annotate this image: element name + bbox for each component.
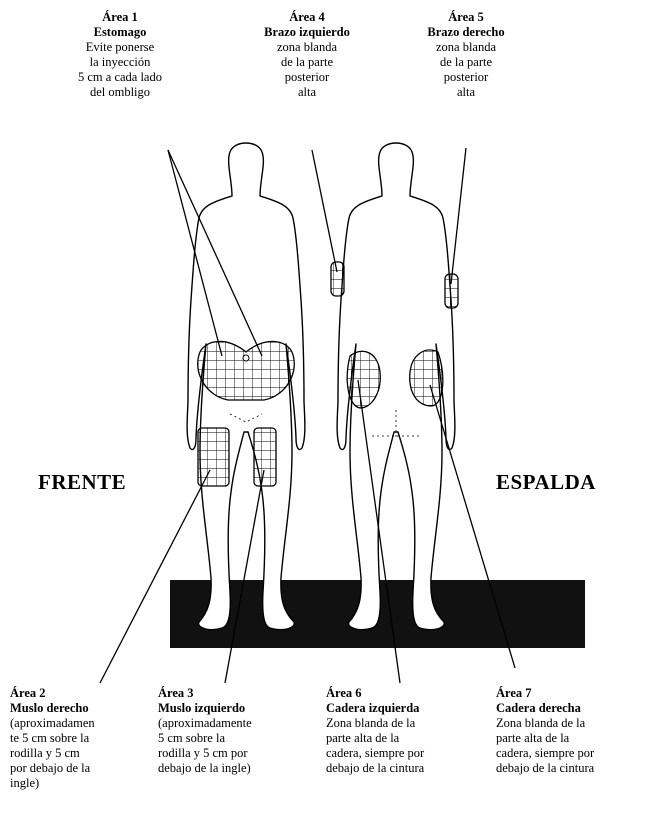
area-3-desc-line: 5 cm sobre la: [158, 731, 308, 746]
area-5-desc-line: zona blanda: [406, 40, 526, 55]
front-label: FRENTE: [38, 470, 126, 495]
area-5-label: Área 5 Brazo derecho zona blanda de la p…: [406, 10, 526, 100]
area-4-desc-line: zona blanda: [246, 40, 368, 55]
area-2-label: Área 2 Muslo derecho (aproximadamen te 5…: [10, 686, 138, 791]
area-2-title: Área 2: [10, 686, 138, 701]
area-7-desc-line: debajo de la cintura: [496, 761, 646, 776]
area-4-desc-line: de la parte: [246, 55, 368, 70]
area-6-desc-line: debajo de la cintura: [326, 761, 474, 776]
area-4-desc-line: alta: [246, 85, 368, 100]
injection-area-2-right-thigh: [198, 428, 229, 486]
area-1-desc-line: Evite ponerse: [60, 40, 180, 55]
area-3-subtitle: Muslo izquierdo: [158, 701, 308, 716]
area-5-subtitle: Brazo derecho: [406, 25, 526, 40]
area-6-title: Área 6: [326, 686, 474, 701]
area-2-desc-line: te 5 cm sobre la: [10, 731, 138, 746]
area-5-title: Área 5: [406, 10, 526, 25]
area-1-subtitle: Estomago: [60, 25, 180, 40]
injection-area-4-left-arm: [331, 262, 344, 296]
area-7-desc-line: Zona blanda de la: [496, 716, 646, 731]
area-5-desc-line: posterior: [406, 70, 526, 85]
area-2-desc-line: (aproximadamen: [10, 716, 138, 731]
area-6-desc-line: parte alta de la: [326, 731, 474, 746]
area-4-label: Área 4 Brazo izquierdo zona blanda de la…: [246, 10, 368, 100]
area-1-desc-line: 5 cm a cada lado: [60, 70, 180, 85]
area-2-desc-line: por debajo de la: [10, 761, 138, 776]
area-5-desc-line: alta: [406, 85, 526, 100]
area-3-desc-line: debajo de la ingle): [158, 761, 308, 776]
area-1-desc-line: la inyección: [60, 55, 180, 70]
area-1-title: Área 1: [60, 10, 180, 25]
area-1-desc-line: del ombligo: [60, 85, 180, 100]
injection-area-7-right-hip: [410, 350, 443, 406]
area-6-label: Área 6 Cadera izquierda Zona blanda de l…: [326, 686, 474, 776]
area-7-subtitle: Cadera derecha: [496, 701, 646, 716]
area-4-subtitle: Brazo izquierdo: [246, 25, 368, 40]
area-3-title: Área 3: [158, 686, 308, 701]
area-3-desc-line: rodilla y 5 cm por: [158, 746, 308, 761]
area-3-label: Área 3 Muslo izquierdo (aproximadamente …: [158, 686, 308, 776]
area-2-subtitle: Muslo derecho: [10, 701, 138, 716]
area-5-desc-line: de la parte: [406, 55, 526, 70]
area-7-desc-line: cadera, siempre por: [496, 746, 646, 761]
back-label: ESPALDA: [496, 470, 596, 495]
area-6-desc-line: cadera, siempre por: [326, 746, 474, 761]
area-7-desc-line: parte alta de la: [496, 731, 646, 746]
area-2-desc-line: rodilla y 5 cm: [10, 746, 138, 761]
area-4-title: Área 4: [246, 10, 368, 25]
area-2-desc-line: ingle): [10, 776, 138, 791]
area-7-title: Área 7: [496, 686, 646, 701]
area-6-desc-line: Zona blanda de la: [326, 716, 474, 731]
area-1-label: Área 1 Estomago Evite ponerse la inyecci…: [60, 10, 180, 100]
area-4-desc-line: posterior: [246, 70, 368, 85]
area-7-label: Área 7 Cadera derecha Zona blanda de la …: [496, 686, 646, 776]
injection-area-3-left-thigh: [254, 428, 276, 486]
area-3-desc-line: (aproximadamente: [158, 716, 308, 731]
area-6-subtitle: Cadera izquierda: [326, 701, 474, 716]
